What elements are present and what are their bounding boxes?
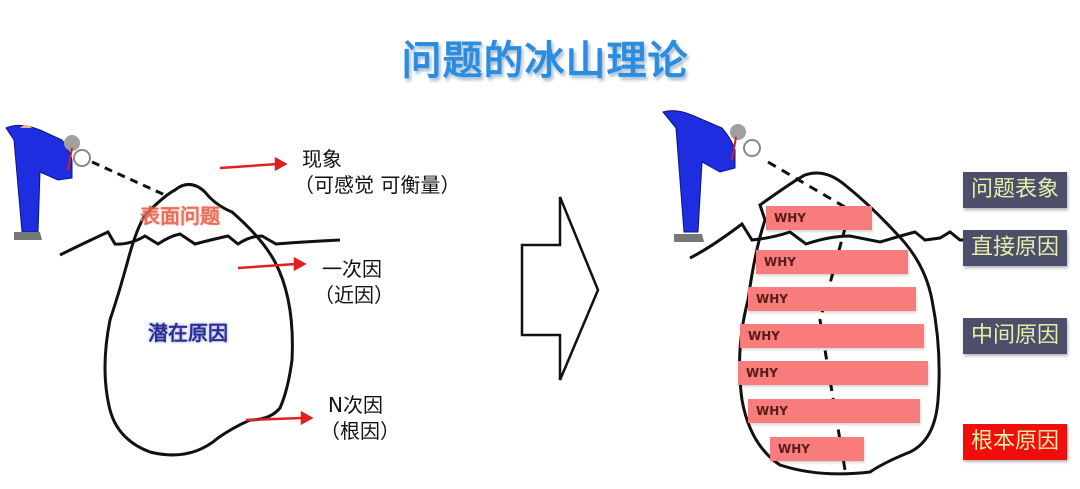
red-arrows-left (219, 156, 314, 426)
annotation-primary-cause: 一次因 （近因） (314, 256, 394, 308)
diagram-title: 问题的冰山理论 (401, 38, 689, 84)
annotation-line2: （根因） (320, 419, 400, 443)
why-bar: WHY (770, 437, 864, 461)
why-bar: WHY (766, 206, 872, 230)
annotation-phenomenon: 现象 （可感觉 可衡量） (294, 146, 460, 198)
transition-arrow (520, 196, 600, 381)
waterline-left (59, 230, 341, 257)
annotation-root-cause: N次因 （根因） (320, 392, 400, 444)
annotation-line2: （可感觉 可衡量） (294, 173, 461, 197)
level-tag-root-cause: 根本原因 (963, 424, 1067, 460)
latent-cause-label: 潜在原因 (148, 321, 228, 345)
why-bar: WHY (748, 399, 920, 423)
why-bar: WHY (756, 250, 908, 274)
waterline-right (689, 221, 975, 260)
why-bar: WHY (748, 287, 916, 311)
iceberg-outline-left (103, 183, 294, 457)
annotation-line1: 现象 (302, 147, 342, 171)
annotation-line1: 一次因 (322, 257, 382, 281)
surface-problem-label: 表面问题 (140, 204, 220, 228)
inspector-figure-right (662, 110, 761, 242)
why-bar: WHY (740, 324, 924, 348)
level-tag-symptom: 问题表象 (963, 172, 1067, 208)
level-tag-direct-cause: 直接原因 (963, 230, 1067, 266)
level-tag-intermediate-cause: 中间原因 (963, 318, 1067, 354)
annotation-line1: N次因 (328, 393, 383, 417)
annotation-line2: （近因） (314, 283, 394, 307)
inspector-figure-left (5, 124, 91, 240)
sight-line-left (91, 160, 166, 197)
why-bar: WHY (738, 361, 928, 385)
